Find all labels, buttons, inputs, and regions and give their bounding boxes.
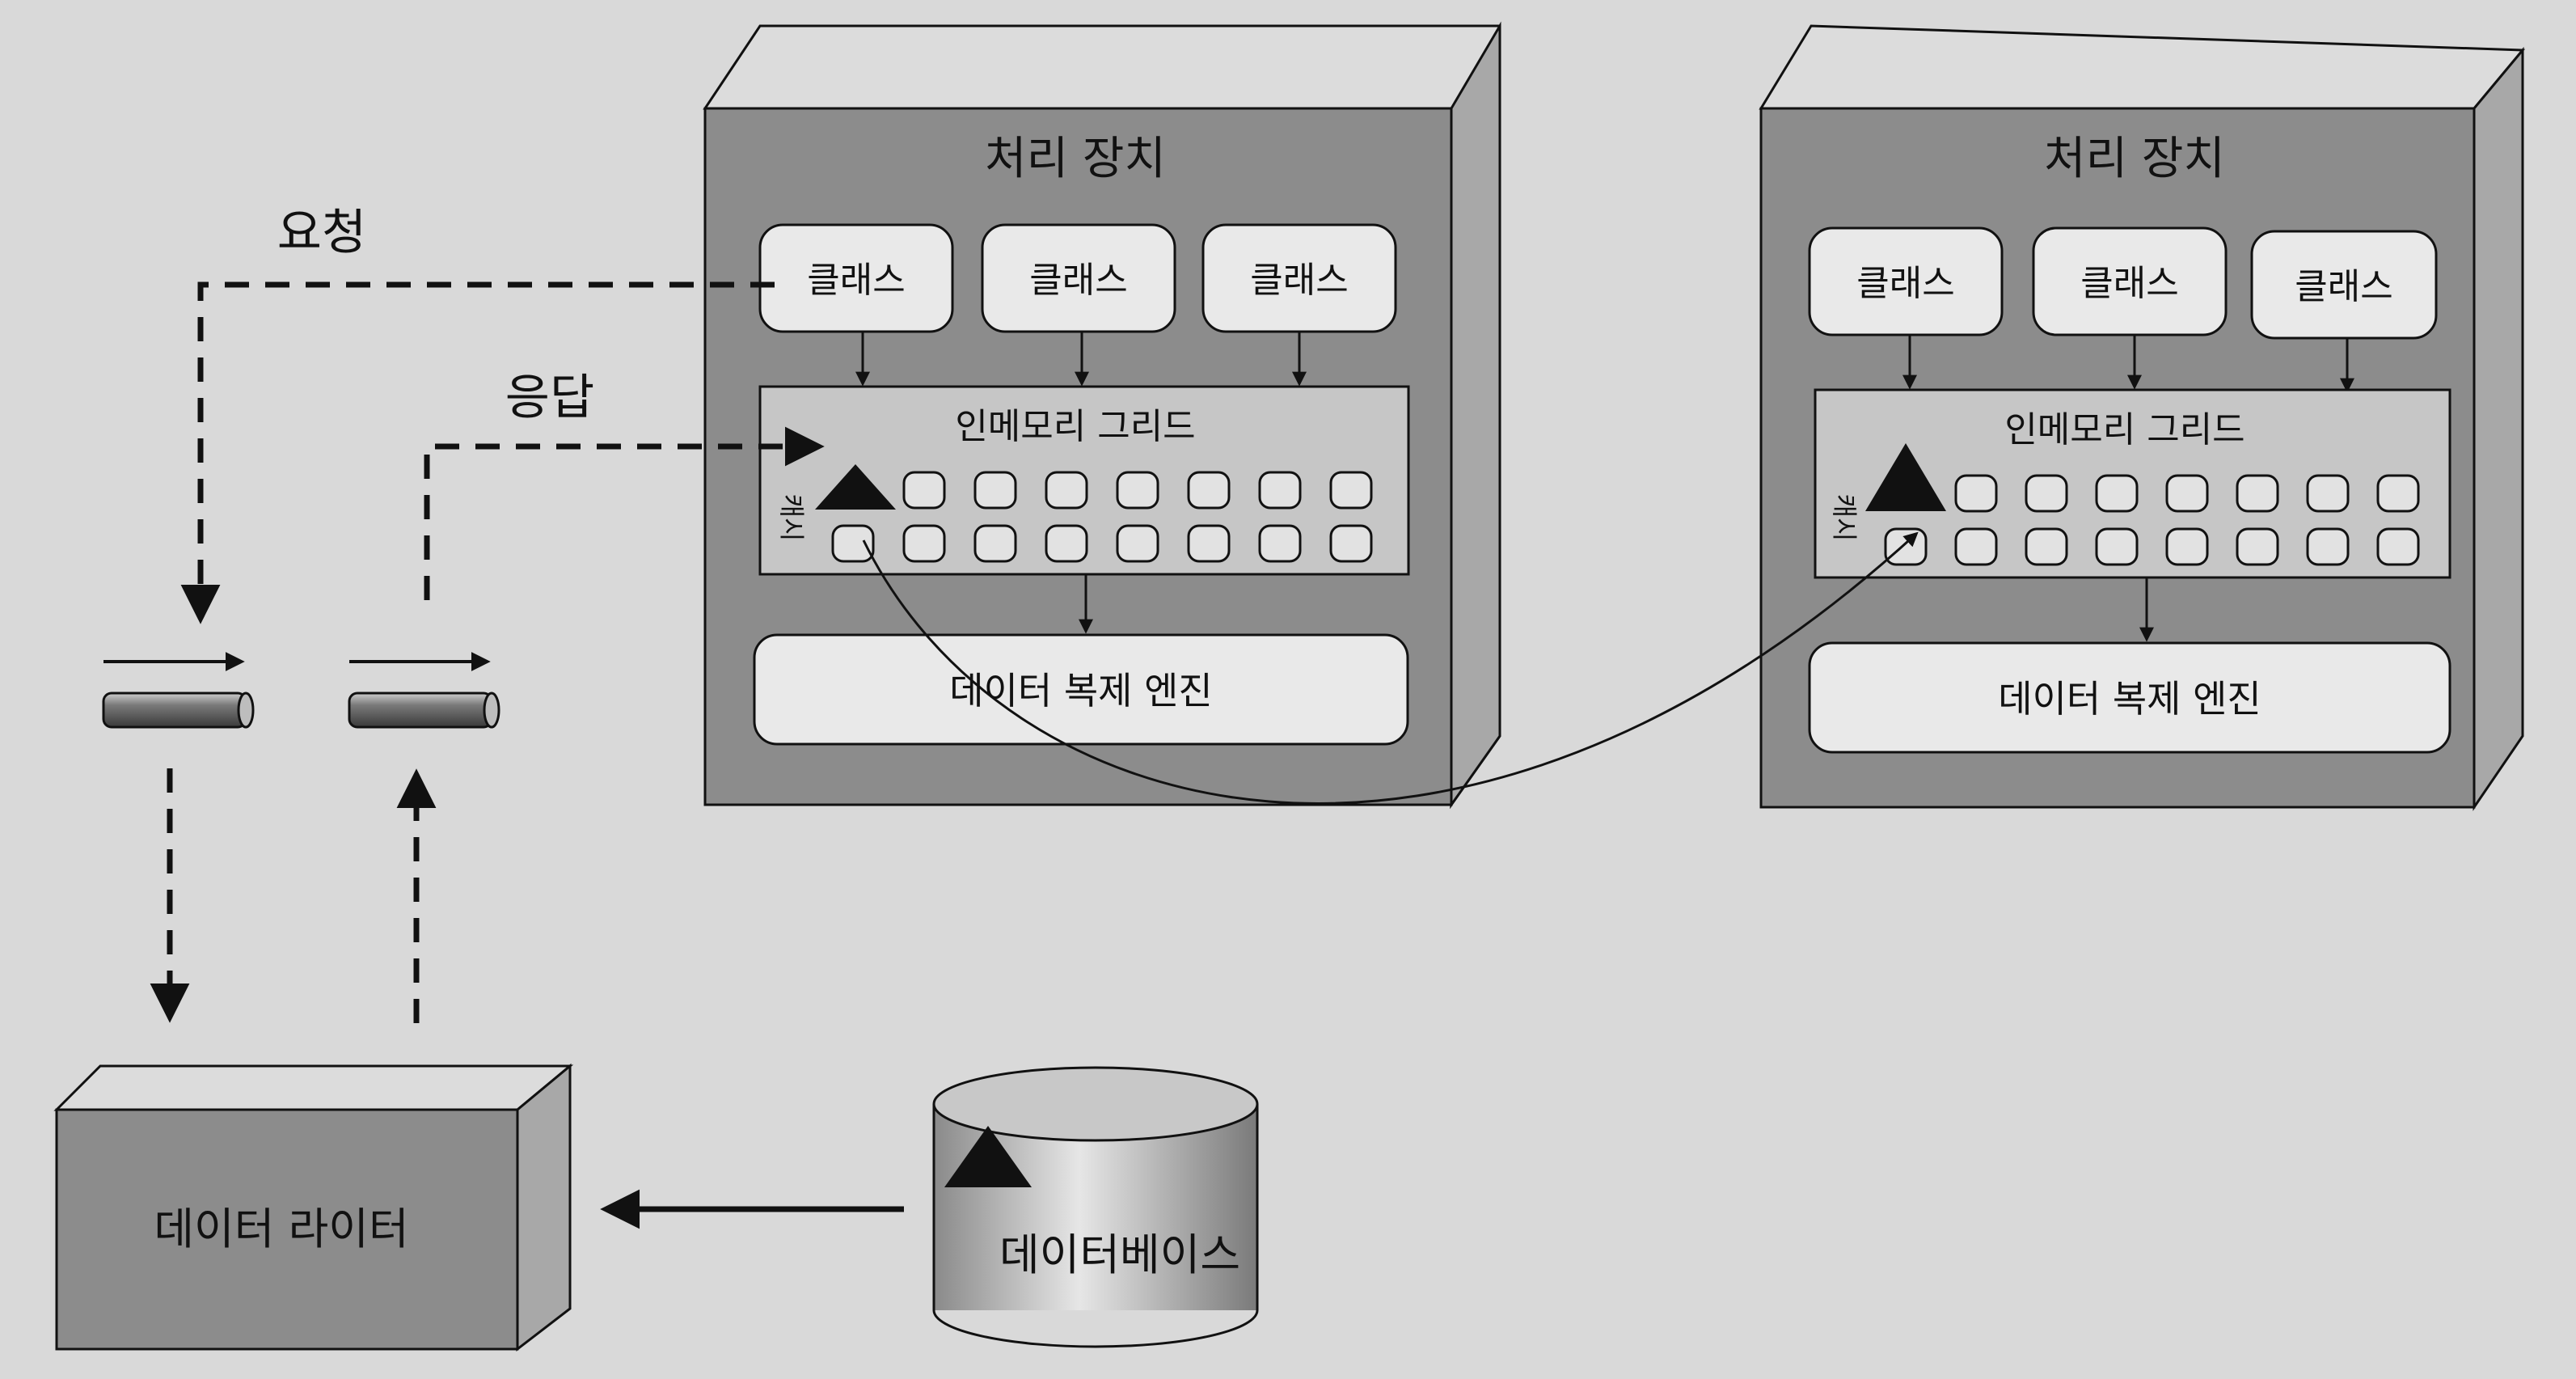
cache-cell xyxy=(2376,474,2420,513)
processing-unit-1: 처리 장치 클래스 클래스 클래스 인메모리 그리드 캐시 데이터 복제 엔진 xyxy=(703,21,1501,810)
processing-unit-2-grid-title: 인메모리 그리드 xyxy=(2004,409,2244,451)
pipe-end xyxy=(237,692,255,729)
processing-unit-1-class-1 xyxy=(758,223,954,333)
cache-cell xyxy=(973,524,1017,563)
cache-cell xyxy=(1884,527,1928,566)
pipe-body xyxy=(348,692,493,729)
processing-unit-2-class-2-label: 클래스 xyxy=(2080,263,2178,304)
cache-cell xyxy=(902,524,946,563)
data-writer-top xyxy=(53,1064,574,1111)
cache-cell xyxy=(1954,474,1998,513)
cache-cell xyxy=(2025,527,2068,566)
cache-cell xyxy=(1258,524,1302,563)
request-label: 요청 xyxy=(277,205,366,261)
pipe-end xyxy=(483,692,500,729)
response-label: 응답 xyxy=(505,370,594,426)
processing-unit-2-class-3 xyxy=(2250,230,2438,340)
processing-unit-1-side-face xyxy=(1450,21,1501,809)
processing-unit-2-title: 처리 장치 xyxy=(2044,133,2225,185)
cache-cell xyxy=(2165,474,2209,513)
cache-marker-icon xyxy=(815,464,896,510)
cache-replication-curve xyxy=(862,531,1919,805)
cache-cell xyxy=(2095,474,2139,513)
cache-cell xyxy=(2095,527,2139,566)
processing-unit-2-side-face xyxy=(2473,46,2524,811)
response-arrow xyxy=(424,426,825,600)
processing-unit-2-cache-label: 캐시 xyxy=(1829,494,1860,542)
cache-cell xyxy=(973,471,1017,510)
processing-unit-1-class-2-label: 클래스 xyxy=(1029,260,1127,301)
cache-cell xyxy=(1045,471,1088,510)
processing-unit-1-replication-label: 데이터 복제 엔진 xyxy=(949,669,1212,713)
processing-unit-1-cache-cells xyxy=(831,471,1373,563)
database-cache-marker-icon xyxy=(944,1126,1032,1187)
processing-unit-1-class-2 xyxy=(981,223,1176,333)
pipe-right xyxy=(348,652,500,729)
cache-cell xyxy=(1045,524,1088,563)
database-top xyxy=(932,1066,1259,1142)
processing-unit-2-class-2 xyxy=(2032,226,2228,336)
processing-unit-1-replication-engine xyxy=(753,633,1409,746)
processing-unit-1-title: 처리 장치 xyxy=(985,133,1166,185)
cache-cell xyxy=(1954,527,1998,566)
processing-unit-2-replication-label: 데이터 복제 엔진 xyxy=(1998,677,2261,721)
cache-marker-icon xyxy=(1865,443,1946,511)
processing-unit-1-top xyxy=(703,24,1501,110)
cache-cell xyxy=(2306,474,2350,513)
cache-cell xyxy=(1116,524,1159,563)
cache-cell xyxy=(2165,527,2209,566)
pipe-body xyxy=(102,692,247,729)
request-arrow xyxy=(180,281,775,624)
data-writer-front xyxy=(55,1108,519,1351)
processing-unit-2-class-3-label: 클래스 xyxy=(2295,266,2392,307)
cache-cell xyxy=(2306,527,2350,566)
processing-unit-2: 처리 장치 클래스 클래스 클래스 인메모리 그리드 캐시 데이터 복제 엔진 xyxy=(1759,24,2526,811)
data-writer: 데이터 라이터 xyxy=(53,1063,574,1352)
cache-cell xyxy=(1187,471,1231,510)
cache-cell xyxy=(2376,527,2420,566)
processing-unit-2-class-1-label: 클래스 xyxy=(1856,263,1954,304)
processing-unit-2-top xyxy=(1759,24,2526,110)
processing-unit-1-cache-label: 캐시 xyxy=(776,494,807,542)
cache-cell xyxy=(1116,471,1159,510)
cache-cell xyxy=(1329,471,1373,510)
processing-unit-1-grid-title: 인메모리 그리드 xyxy=(955,406,1195,447)
cache-cell xyxy=(1329,524,1373,563)
processing-unit-1-class-1-label: 클래스 xyxy=(807,260,905,301)
cache-cell xyxy=(2236,527,2279,566)
pipe-left xyxy=(102,652,255,729)
database: 데이터베이스 xyxy=(932,1066,1259,1348)
processing-unit-2-cache-cells xyxy=(1884,474,2420,566)
cache-cell xyxy=(831,524,875,563)
database-outline xyxy=(932,1104,1259,1348)
processing-unit-2-class-1 xyxy=(1808,226,2004,336)
cache-cell xyxy=(2236,474,2279,513)
processing-unit-1-class-3-label: 클래스 xyxy=(1250,260,1348,301)
processing-unit-2-replication-engine xyxy=(1808,641,2451,754)
database-label: 데이터베이스 xyxy=(999,1229,1240,1280)
cache-cell xyxy=(1258,471,1302,510)
cache-cell xyxy=(2025,474,2068,513)
cache-cell xyxy=(902,471,946,510)
data-writer-label: 데이터 라이터 xyxy=(154,1203,408,1254)
data-writer-side xyxy=(516,1063,572,1352)
cache-cell xyxy=(1187,524,1231,563)
